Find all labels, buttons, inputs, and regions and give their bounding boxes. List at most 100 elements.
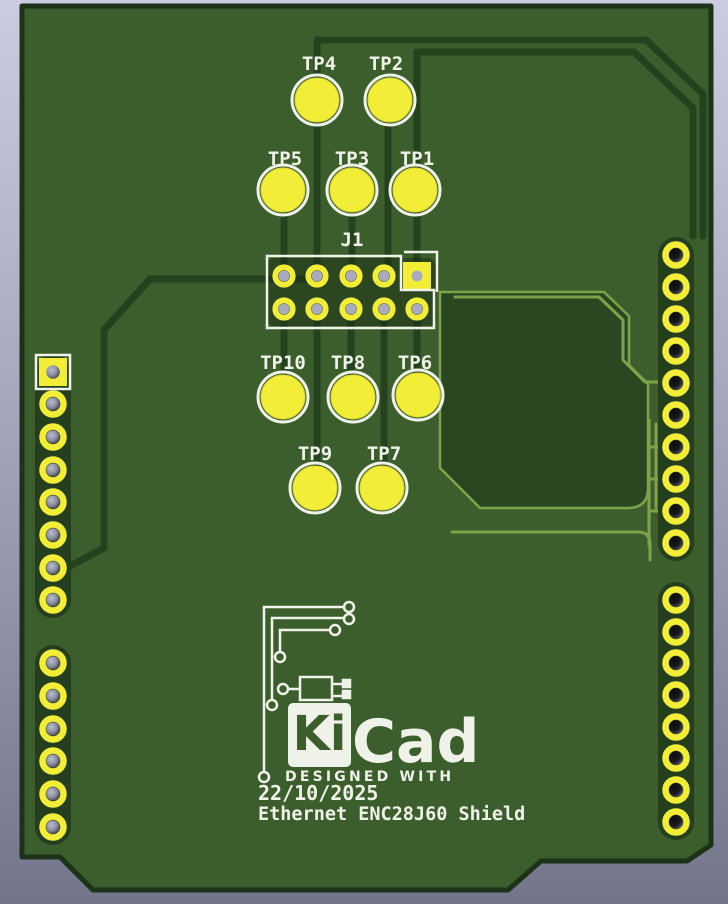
test-point-pad [260, 374, 306, 420]
logo-via-ring [342, 600, 356, 614]
j1-pad [339, 297, 363, 321]
test-point-silk-ring [290, 73, 344, 127]
j1-refdes-label: J1 [341, 229, 364, 251]
through-hole-pad [662, 241, 690, 269]
drill-hole [345, 303, 357, 315]
j1-pad [305, 264, 329, 288]
copper-trace [450, 530, 652, 562]
drill-hole [669, 312, 683, 326]
j1-pad [272, 297, 296, 321]
drill-hole [669, 408, 683, 422]
j1-silk-notch [404, 250, 439, 292]
drill-hole [46, 754, 60, 768]
logo-ic-pin [341, 678, 352, 689]
drill-hole [46, 365, 60, 379]
through-hole-pad [39, 649, 67, 677]
j1-pad [372, 264, 396, 288]
logo-ic-symbol [298, 675, 334, 702]
through-hole-pad [39, 813, 67, 841]
drill-hole [46, 561, 60, 575]
test-point-label: TP7 [367, 443, 401, 465]
drill-hole [669, 504, 683, 518]
logo-via-ring [328, 623, 342, 637]
test-point-label: TP5 [268, 148, 302, 170]
test-point-label: TP8 [331, 352, 365, 374]
drill-hole [669, 440, 683, 454]
logo-via-ring [273, 650, 287, 664]
drill-hole [345, 270, 357, 282]
silkscreen-layer: J1 Ki Cad DESIGNED WITH 22/10/2025 Ether… [34, 229, 525, 825]
logo-trace [270, 616, 344, 700]
logo-via-ring [276, 682, 290, 696]
pad-halo-strip [658, 582, 694, 840]
j1-silk-outline [265, 254, 436, 330]
drill-hole [669, 688, 683, 702]
j1-pad [405, 297, 429, 321]
drill-hole [669, 248, 683, 262]
drill-hole [46, 689, 60, 703]
test-point-pad [330, 374, 376, 420]
through-hole-pad [39, 715, 67, 743]
test-point-label: TP1 [400, 148, 434, 170]
test-point-pad [329, 167, 375, 213]
through-hole-pad [39, 554, 67, 582]
drill-hole [669, 783, 683, 797]
drill-hole [46, 463, 60, 477]
drill-hole [46, 495, 60, 509]
through-hole-pad [39, 682, 67, 710]
through-hole-pad [662, 529, 690, 557]
test-point-label: TP4 [302, 53, 336, 75]
through-hole-pad [662, 433, 690, 461]
drill-hole [378, 303, 390, 315]
drill-hole [46, 593, 60, 607]
through-hole-pad [39, 456, 67, 484]
test-point-silk-ring [256, 163, 310, 217]
through-hole-pad [39, 586, 67, 614]
j1-pad [272, 264, 296, 288]
kicad-logo-tagline: DESIGNED WITH [285, 769, 454, 785]
drill-hole [669, 751, 683, 765]
copper-trace [313, 36, 707, 240]
j1-pad [305, 297, 329, 321]
test-point-pad [367, 77, 413, 123]
test-point-label: TP9 [298, 443, 332, 465]
drill-hole [278, 303, 290, 315]
through-hole-pad [39, 390, 67, 418]
through-hole-pad [662, 649, 690, 677]
through-hole-pad [662, 776, 690, 804]
through-hole-pad [39, 747, 67, 775]
header-through-hole-pads [39, 241, 690, 841]
through-hole-pad [39, 780, 67, 808]
through-hole-pad [662, 497, 690, 525]
drill-hole [669, 472, 683, 486]
drill-hole [311, 303, 323, 315]
drill-hole [669, 625, 683, 639]
drill-hole [46, 656, 60, 670]
test-point-silk-ring [325, 163, 379, 217]
test-point-pad [395, 372, 441, 418]
drill-hole [669, 593, 683, 607]
board-date-text: 22/10/2025 [258, 781, 378, 805]
copper-traces-dark [66, 36, 707, 570]
pad-halo-strip [35, 354, 71, 618]
drill-hole [669, 280, 683, 294]
through-hole-pad [662, 337, 690, 365]
test-point-pad [392, 167, 438, 213]
test-point-pad [260, 167, 306, 213]
j1-pad [339, 264, 363, 288]
drill-hole [278, 270, 290, 282]
board-substrate [19, 3, 714, 893]
test-point-label: TP6 [398, 352, 432, 374]
test-point-silk-ring [326, 370, 380, 424]
through-hole-pad [662, 401, 690, 429]
through-hole-pad [662, 808, 690, 836]
drill-hole [46, 820, 60, 834]
test-point-pad [292, 465, 338, 511]
logo-trace [278, 628, 330, 652]
test-point-label: TP2 [369, 53, 403, 75]
test-point-label: TP10 [260, 352, 306, 374]
logo-via-ring [257, 770, 271, 784]
